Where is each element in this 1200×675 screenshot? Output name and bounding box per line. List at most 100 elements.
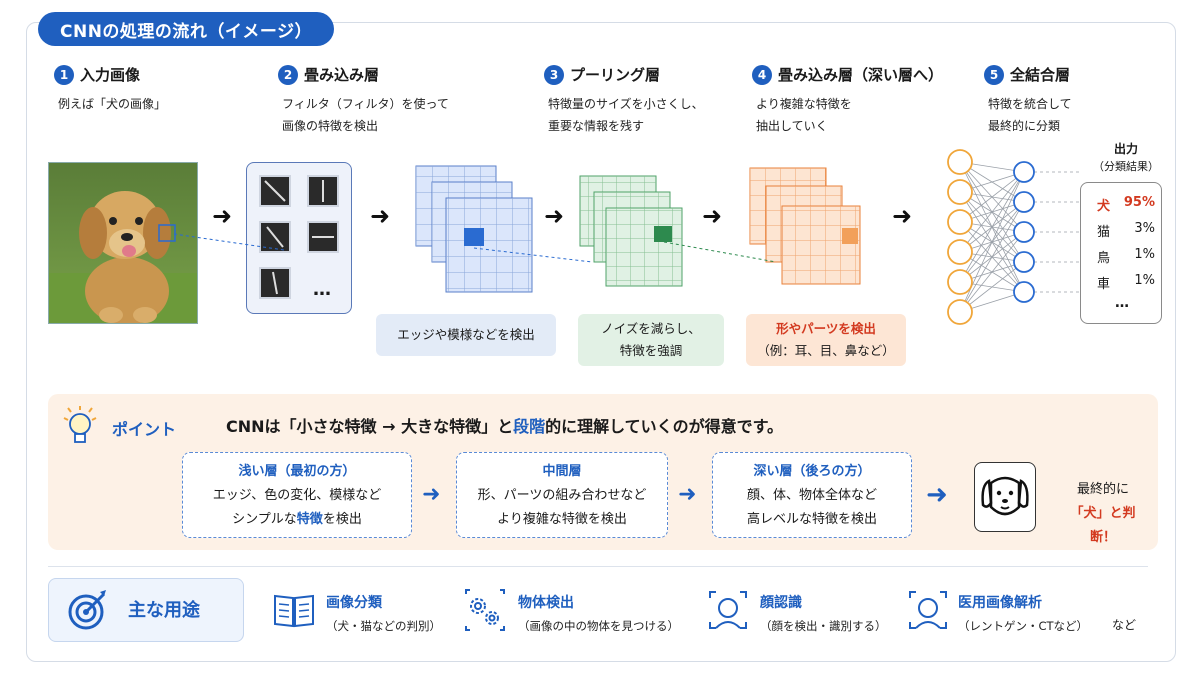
filter-tile bbox=[259, 221, 291, 253]
filter-tile bbox=[307, 221, 339, 253]
deep-label: 形やパーツを検出 （例：耳、目、鼻など） bbox=[746, 314, 906, 366]
filter-tile bbox=[259, 267, 291, 299]
output-row: 猫 3% bbox=[1097, 221, 1155, 240]
filter-bank: … bbox=[246, 162, 352, 314]
point-sentence-part: CNNは「小さな特徴 → 大きな特徴」と bbox=[226, 417, 514, 436]
filter-tile bbox=[259, 175, 291, 207]
fc-connection bbox=[959, 171, 1025, 223]
fc-node-hidden bbox=[947, 179, 973, 205]
output-prob: 3% bbox=[1134, 221, 1155, 236]
fc-node-hidden bbox=[947, 299, 973, 325]
output-prob: 95% bbox=[1123, 195, 1155, 210]
layer-head: 深い層（後ろの方） bbox=[753, 464, 871, 479]
output-more: … bbox=[1115, 295, 1129, 311]
use-title: 医用画像解析 bbox=[958, 595, 1042, 611]
step-desc-line: 例えば「犬の画像」 bbox=[58, 97, 167, 111]
section-divider bbox=[48, 566, 1148, 567]
fc-node-hidden bbox=[947, 209, 973, 235]
output-class: 鳥 bbox=[1097, 251, 1111, 266]
use-desc: （画像の中の物体を見つける） bbox=[518, 619, 679, 633]
layer-middle: 中間層 形、パーツの組み合わせなど より複雑な特徴を検出 bbox=[456, 452, 668, 538]
face-scan-icon bbox=[709, 591, 747, 629]
fc-connection bbox=[959, 201, 1025, 313]
output-subtitle: （分類結果） bbox=[1093, 160, 1159, 173]
point-sentence-highlight: 段階 bbox=[513, 417, 546, 436]
output-title: 出力 bbox=[1113, 142, 1138, 156]
fc-connection bbox=[959, 261, 1025, 313]
step-number: 2 bbox=[278, 64, 298, 85]
output-row: 犬 95% bbox=[1097, 195, 1155, 214]
use-desc: （レントゲン・CTなど） bbox=[958, 619, 1089, 633]
step-desc-line: 特徴量のサイズを小さくし、 bbox=[548, 97, 704, 111]
step-title: プーリング層 bbox=[570, 66, 661, 84]
layer-line: より複雑な特徴を検出 bbox=[497, 512, 627, 527]
book-icon bbox=[274, 594, 314, 628]
flow-arrow: ➜ bbox=[702, 202, 723, 230]
layer-line: 顔、体、物体全体など bbox=[746, 488, 877, 503]
step-desc-line: より複雑な特徴を bbox=[756, 97, 852, 111]
layer-shallow: 浅い層（最初の方） エッジ、色の変化、模様など シンプルな特徴を検出 bbox=[182, 452, 412, 538]
flow-arrow: ➜ bbox=[926, 480, 948, 510]
flow-arrow: ➜ bbox=[422, 482, 441, 507]
deep-label-line: （例：耳、目、鼻など） bbox=[757, 343, 895, 358]
output-row: 鳥 1% bbox=[1097, 247, 1155, 266]
layer-line-highlight: 特徴 bbox=[296, 512, 323, 527]
layer-deep: 深い層（後ろの方） 顔、体、物体全体など 高レベルな特徴を検出 bbox=[712, 452, 912, 538]
deep-label-line: 形やパーツを検出 bbox=[776, 321, 876, 336]
dog-face-icon bbox=[981, 476, 1029, 516]
layer-line: 高レベルな特徴を検出 bbox=[746, 512, 877, 527]
deep-feature-stack bbox=[749, 167, 861, 285]
output-box: 犬 95% 猫 3% 鳥 1% 車 1% … bbox=[1080, 182, 1162, 324]
layer-head: 浅い層（最初の方） bbox=[238, 464, 356, 479]
step-title: 畳み込み層 bbox=[304, 66, 380, 84]
gears-icon bbox=[465, 589, 505, 631]
fc-connection bbox=[959, 171, 1025, 253]
fc-node-output bbox=[1013, 161, 1035, 183]
layer-line-part: シンプルな bbox=[232, 512, 297, 527]
output-row: 車 1% bbox=[1097, 273, 1155, 292]
dog-result-box bbox=[974, 462, 1036, 532]
layer-line: シンプルな特徴を検出 bbox=[183, 508, 411, 532]
fc-node-hidden bbox=[947, 239, 973, 265]
layer-head: 中間層 bbox=[542, 464, 582, 479]
flow-arrow: ➜ bbox=[544, 202, 565, 230]
lightbulb-icon bbox=[63, 406, 97, 443]
output-class: 犬 bbox=[1097, 199, 1111, 214]
uses-etc: など bbox=[1112, 618, 1137, 632]
uses-title: 主な用途 bbox=[128, 600, 200, 621]
step-title: 入力画像 bbox=[80, 66, 141, 84]
fc-node-hidden bbox=[947, 269, 973, 295]
pool-label-line: 特徴を強調 bbox=[619, 343, 683, 358]
use-image-classification: 画像分類 （犬・猫などの判別） bbox=[326, 592, 441, 634]
step-number: 4 bbox=[752, 64, 772, 85]
use-title: 画像分類 bbox=[326, 595, 382, 611]
layer-line: エッジ、色の変化、模様など bbox=[212, 488, 382, 503]
pool-label-line: ノイズを減らし、 bbox=[601, 321, 701, 336]
output-class: 車 bbox=[1097, 277, 1111, 292]
fc-network bbox=[947, 149, 1080, 325]
target-icon bbox=[68, 590, 106, 630]
flow-arrow: ➜ bbox=[678, 482, 697, 507]
flow-arrow: ➜ bbox=[892, 202, 913, 230]
flow-arrow: ➜ bbox=[212, 202, 233, 230]
flow-arrow: ➜ bbox=[370, 202, 391, 230]
conv-label: エッジや模様などを検出 bbox=[376, 314, 556, 356]
use-desc: （顔を検出・識別する） bbox=[760, 619, 887, 633]
diagram-title: CNNの処理の流れ（イメージ） bbox=[38, 12, 335, 46]
output-prob: 1% bbox=[1134, 247, 1155, 262]
step-title: 畳み込み層（深い層へ） bbox=[778, 66, 944, 84]
fc-node-output bbox=[1013, 281, 1035, 303]
conv-feature-stack bbox=[415, 165, 533, 293]
step-desc-line: 重要な情報を残す bbox=[548, 119, 645, 133]
use-title: 物体検出 bbox=[518, 595, 574, 611]
use-title: 顔認識 bbox=[760, 595, 802, 611]
output-class: 猫 bbox=[1097, 225, 1111, 240]
filter-tile bbox=[307, 175, 339, 207]
output-prob: 1% bbox=[1134, 273, 1155, 288]
pool-feature-stack bbox=[579, 175, 683, 287]
